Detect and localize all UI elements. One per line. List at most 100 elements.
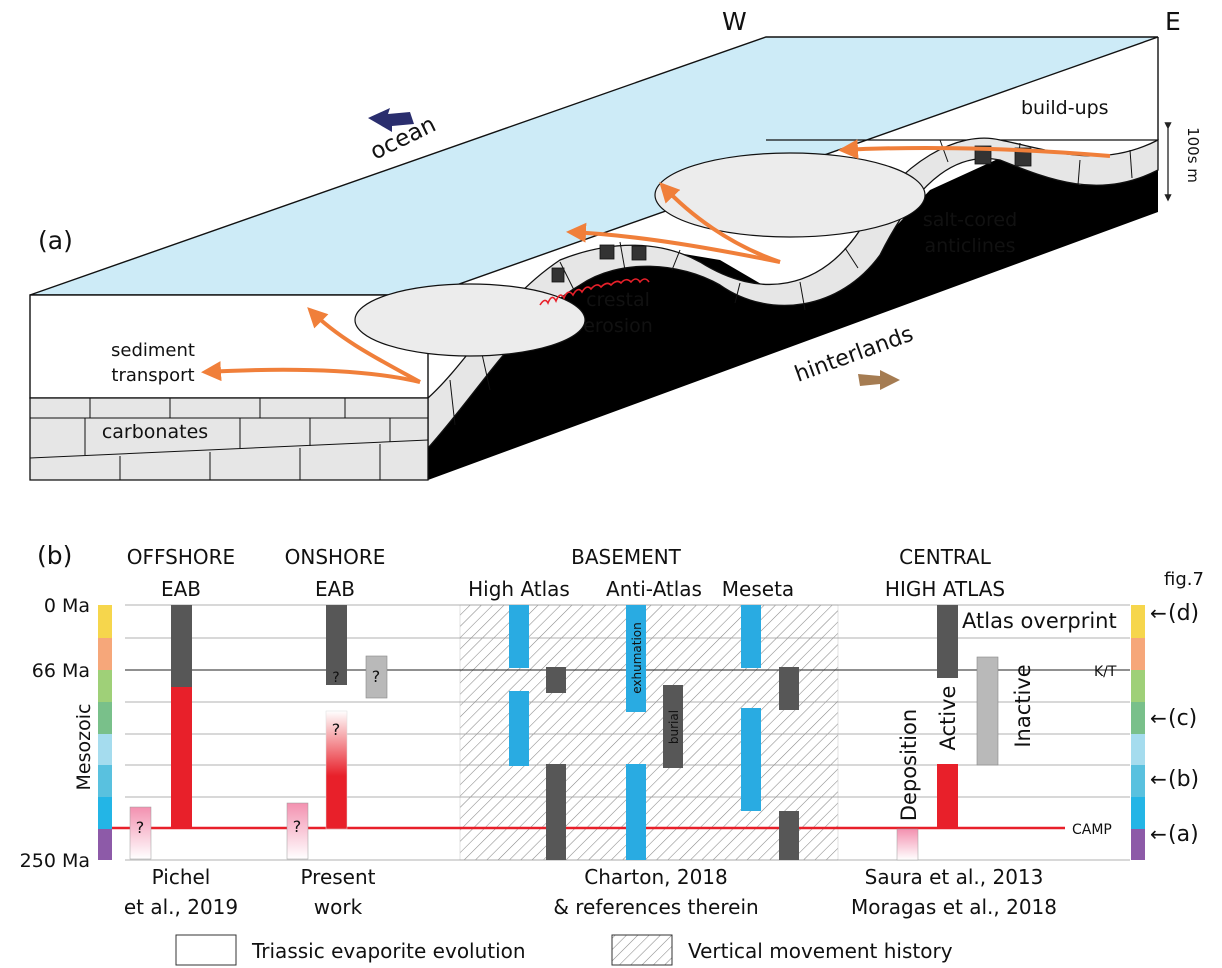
ref-charton-2: & references therein (553, 895, 758, 919)
onshore-gradient-bar (325, 710, 348, 830)
inactive-label: Inactive (1011, 664, 1035, 747)
salt-cored-label: salt-cored (923, 209, 1017, 231)
age-66ma: 66 Ma (32, 660, 90, 682)
onshore-title-2: EAB (315, 577, 355, 601)
age-color-strip-right (1131, 605, 1145, 860)
arrow-c: ← (1150, 706, 1167, 730)
west-label: W (722, 7, 747, 36)
legend-vertical-swatch (611, 934, 673, 966)
offshore-dark-bar (171, 605, 192, 687)
central-title-1: CENTRAL (899, 545, 992, 569)
offshore-question: ? (136, 818, 145, 837)
high-atlas-blue-1 (509, 605, 529, 668)
dome-outline-back (654, 152, 926, 238)
central-dark-bar (937, 605, 958, 678)
ref-present-2: work (314, 895, 363, 919)
arrow-b: ← (1150, 767, 1167, 791)
high-atlas-blue-2 (509, 691, 529, 766)
transport-arrow-5 (838, 139, 1111, 160)
erosion-label: erosion (583, 315, 653, 337)
kt-label: K/T (1094, 664, 1117, 680)
high-atlas-grey-2 (546, 764, 566, 860)
anticlines-label: anticlines (924, 235, 1015, 257)
east-label: E (1165, 7, 1181, 36)
meseta-grey-1 (779, 667, 799, 710)
onshore-title-1: ONSHORE (285, 545, 386, 569)
meseta-title: Meseta (722, 577, 794, 601)
crestal-label: crestal (586, 289, 650, 311)
panel-b-timeline: ? ? ? ? ? exhumation burial Deposition A… (20, 541, 1204, 966)
central-red-bar (937, 764, 958, 828)
legend-triassic-label: Triassic evaporite evolution (251, 939, 526, 963)
arrow-a: ← (1150, 822, 1167, 846)
offshore-title-1: OFFSHORE (127, 545, 235, 569)
sediment-label: sediment (111, 340, 195, 361)
central-title-2: HIGH ATLAS (885, 577, 1005, 601)
onshore-question-2: ? (332, 720, 341, 739)
transport-arrow-3 (566, 222, 781, 264)
anti-atlas-exhumation-bar (626, 605, 646, 712)
basement-title: BASEMENT (571, 545, 682, 569)
age-250ma: 250 Ma (20, 850, 90, 872)
ref-saura: Saura et al., 2013 (865, 865, 1044, 889)
transport-arrow-4 (659, 182, 781, 264)
onshore-grey-box (365, 655, 388, 699)
legend-triassic-swatch (175, 934, 237, 966)
fig7-label: fig.7 (1164, 569, 1204, 590)
transport-label: transport (111, 365, 194, 386)
fig-ref-c: (c) (1168, 706, 1197, 731)
high-atlas-grey-1 (546, 667, 566, 693)
folded-carbonate-layer (427, 137, 1159, 450)
anti-atlas-title: Anti-Atlas (606, 577, 702, 601)
ref-charton-1: Charton, 2018 (584, 865, 728, 889)
panel-a-label: (a) (38, 226, 73, 255)
exhumation-label: exhumation (630, 622, 644, 694)
transport-arrow-2 (307, 307, 421, 384)
ref-pichel-2: et al., 2019 (124, 895, 238, 919)
salt-body (428, 158, 1158, 480)
ref-moragas-text: Moragas et al., 2018 (851, 895, 1057, 919)
dome-outline-front (354, 283, 586, 357)
meseta-grey-2 (779, 811, 799, 860)
ocean-arrow (368, 108, 414, 132)
transport-arrow-1 (201, 361, 421, 384)
fig-ref-d: (d) (1168, 601, 1199, 626)
fig-ref-a: (a) (1168, 822, 1199, 847)
panel-b-label: (b) (37, 541, 72, 570)
burial-label: burial (667, 710, 681, 744)
meseta-blue-1 (741, 605, 761, 668)
legend-vertical-label: Vertical movement history (688, 939, 953, 963)
scale-label: 100s m (1184, 127, 1202, 183)
active-label: Active (936, 686, 960, 751)
atlas-overprint-label: Atlas overprint (962, 609, 1117, 633)
offshore-red-bar (171, 687, 192, 827)
era-label: Mesozoic (73, 704, 95, 791)
meseta-blue-2 (741, 708, 761, 811)
ref-present-1: Present (300, 865, 375, 889)
offshore-title-2: EAB (161, 577, 201, 601)
onshore-question-4: ? (293, 817, 302, 836)
ref-pichel-1: Pichel (152, 865, 211, 889)
crestal-erosion-line (539, 278, 650, 306)
camp-label: CAMP (1072, 822, 1112, 838)
fig-ref-b: (b) (1168, 767, 1199, 792)
anti-atlas-burial-bar (663, 685, 683, 768)
central-grey-bar (976, 656, 999, 766)
arrow-d: ← (1150, 601, 1167, 625)
buildups-label: build-ups (1021, 97, 1109, 119)
high-atlas-title: High Atlas (468, 577, 570, 601)
age-color-strip-left (98, 605, 112, 860)
hinterland-arrow (858, 370, 900, 390)
carbonates-label: carbonates (102, 421, 208, 443)
deposition-label: Deposition (897, 709, 921, 821)
offshore-pink-box (129, 806, 152, 860)
onshore-question-3: ? (372, 667, 381, 686)
panel-a-block-diagram: (a) W E ocean build-ups 100s m salt-core… (29, 7, 1202, 481)
onshore-pink-box (286, 802, 309, 860)
onshore-dark-bar (326, 605, 347, 685)
age-0ma: 0 Ma (44, 595, 90, 617)
central-pink-box (896, 828, 919, 861)
anti-atlas-blue-bottom (626, 764, 646, 860)
onshore-question-1: ? (332, 670, 339, 686)
